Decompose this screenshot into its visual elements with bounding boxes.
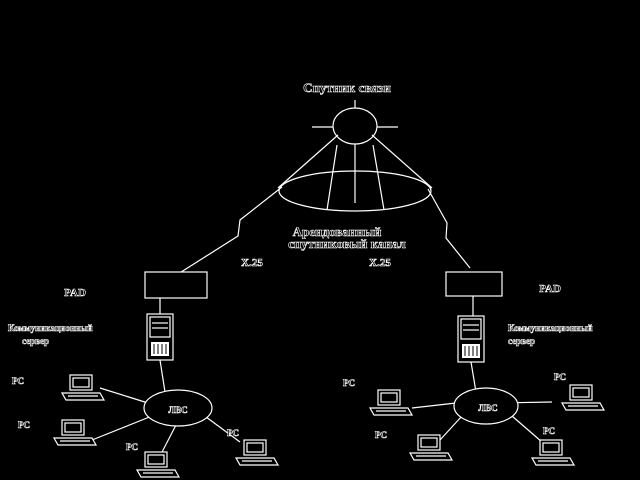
left-pc-1 <box>61 374 105 401</box>
right-pc-label-4: PC <box>543 426 555 436</box>
left-pc-label-4: PC <box>227 428 239 438</box>
satellite <box>312 100 398 203</box>
right-pc-4 <box>531 439 575 466</box>
right-pc-label-1: PC <box>343 378 355 388</box>
left-pad-label: PAD <box>64 287 86 299</box>
right-x25-link <box>427 188 471 269</box>
satellite-label: Спутник связи <box>303 80 391 95</box>
left-server-label-1: Коммуникационный <box>8 323 93 333</box>
left-lan <box>143 389 213 427</box>
left-pc-3 <box>136 451 180 478</box>
left-lan-links <box>91 387 241 457</box>
channel-label-line1: Арендованный <box>293 224 382 239</box>
right-pc-label-3: PC <box>554 372 566 382</box>
left-x25-label: X.25 <box>241 257 263 269</box>
right-lan-links <box>411 401 553 443</box>
right-pad-label: PAD <box>539 283 561 295</box>
right-lan-label: ЛВС <box>478 403 497 413</box>
right-pc-label-2: PC <box>375 430 387 440</box>
left-pad-device <box>144 271 208 299</box>
right-comm-server <box>457 315 485 363</box>
left-pc-label-3: PC <box>126 442 138 452</box>
right-server-label-1: Коммуникационный <box>508 323 593 333</box>
right-x25-label: X.25 <box>369 257 391 269</box>
left-pc-label-1: PC <box>12 376 24 386</box>
left-comm-server <box>146 313 174 361</box>
left-lan-label: ЛВС <box>168 405 187 415</box>
channel-label-line2: спутниковый канал <box>288 236 406 251</box>
right-pc-2 <box>409 434 453 461</box>
left-pc-label-2: PC <box>18 420 30 430</box>
right-lan <box>453 387 519 425</box>
left-x25-link <box>177 186 283 275</box>
left-server-label-2: сервер <box>22 336 49 346</box>
right-server-label-2: сервер <box>508 336 535 346</box>
right-pad-device <box>445 271 503 297</box>
right-pc-1 <box>369 389 413 416</box>
left-pc-4 <box>235 439 279 466</box>
satellite-beam <box>277 134 433 212</box>
right-pc-3 <box>561 384 605 411</box>
left-pc-2 <box>53 419 97 446</box>
